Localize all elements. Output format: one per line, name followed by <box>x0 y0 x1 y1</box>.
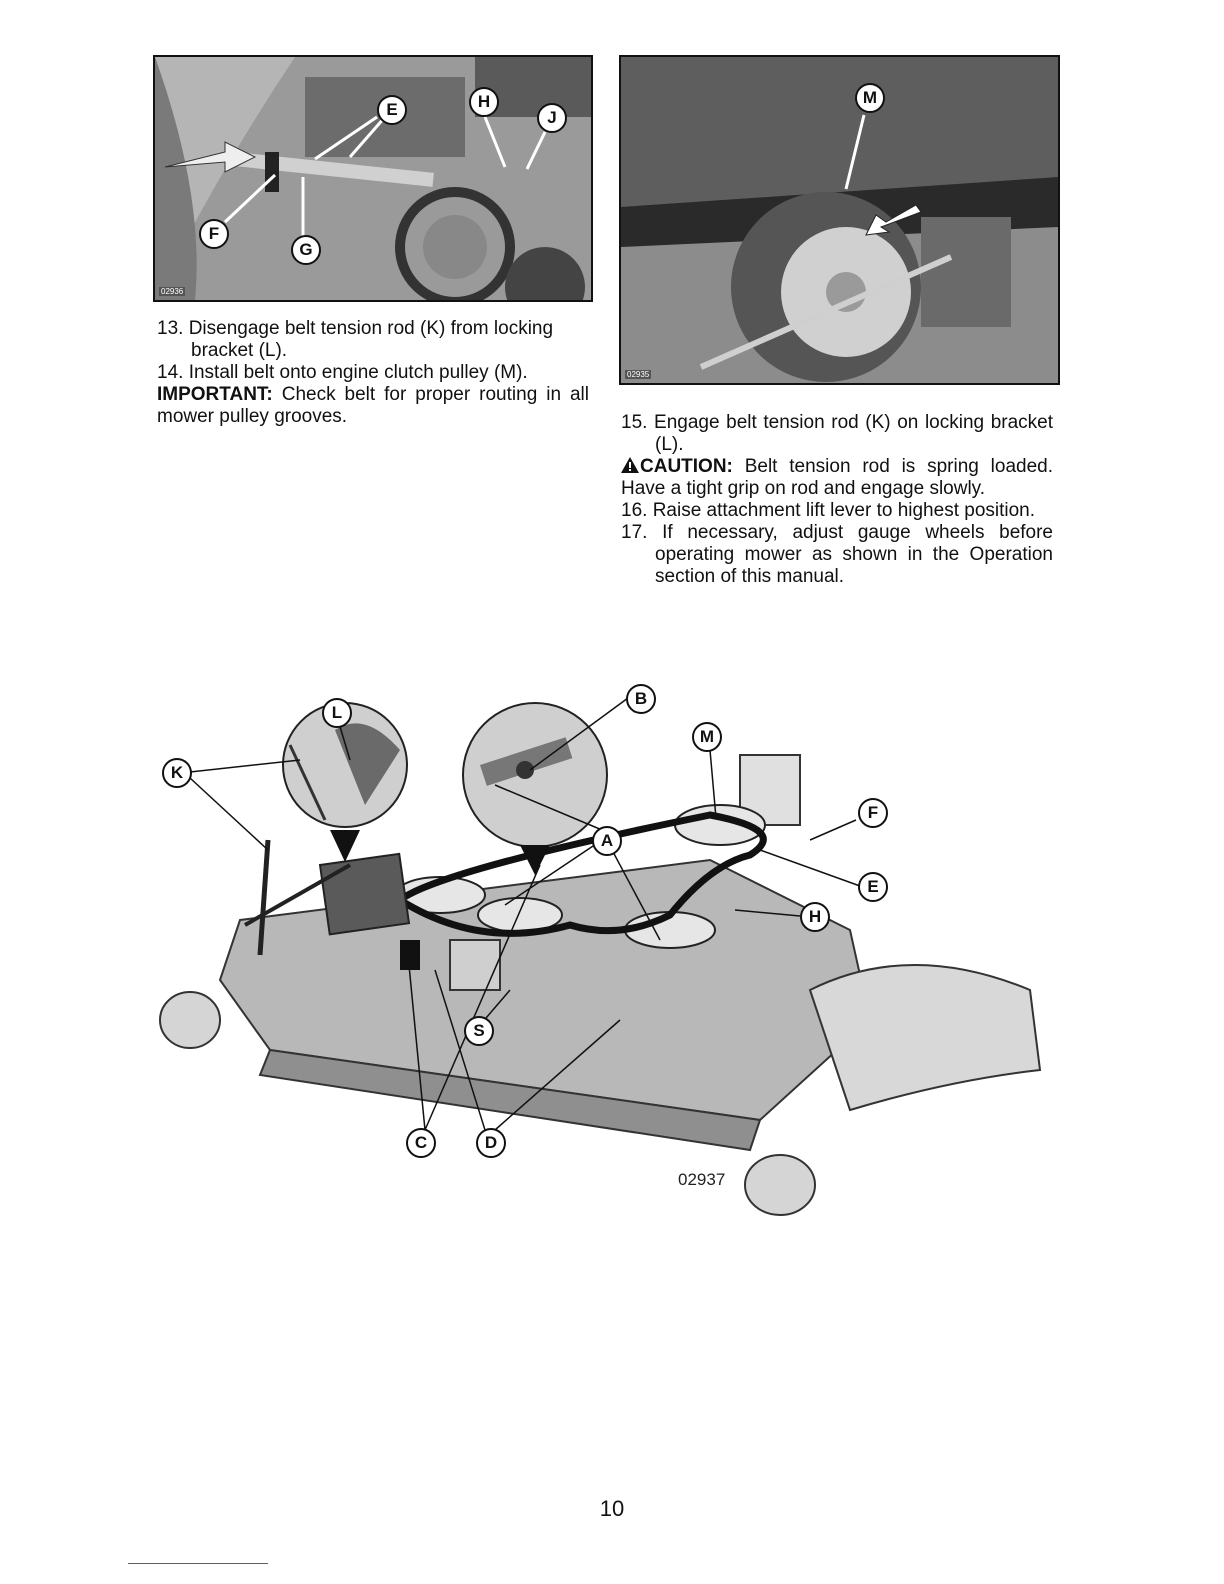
callout-M: M <box>692 722 722 752</box>
caution-text: Belt tension rod is spring loaded. Have … <box>621 456 1054 499</box>
right-instructions: 15. Engage belt tension rod (K) on locki… <box>621 412 1053 588</box>
step-16-number: 16. <box>621 500 648 521</box>
caution-label: CAUTION: <box>640 456 733 477</box>
callout-S: S <box>464 1016 494 1046</box>
callout-F-photo-left: F <box>199 219 229 249</box>
step-15-number: 15. <box>621 412 648 433</box>
callout-E: E <box>858 872 888 902</box>
diagram-code: 02937 <box>678 1170 726 1189</box>
footer-rule <box>128 1563 268 1564</box>
warning-triangle-icon <box>621 457 639 473</box>
step-17-number: 17. <box>621 522 648 543</box>
callout-B: B <box>626 684 656 714</box>
callout-E-photo-left: E <box>377 95 407 125</box>
step-13-number: 13. <box>157 318 184 339</box>
important-note: IMPORTANT: Check belt for proper routing… <box>157 384 589 428</box>
step-15: 15. Engage belt tension rod (K) on locki… <box>621 412 1053 456</box>
callout-D: D <box>476 1128 506 1158</box>
mower-deck-diagram: L K B M F A E H S C D 02937 <box>150 684 1060 1230</box>
mower-deck-illustration <box>159 697 1042 1216</box>
callout-M-photo-right: M <box>855 83 885 113</box>
step-13: 13. Disengage belt tension rod (K) from … <box>157 318 589 362</box>
important-text: Check belt for proper routing in all mow… <box>157 384 589 427</box>
step-14: 14. Install belt onto engine clutch pull… <box>157 362 589 384</box>
step-13-text: Disengage belt tension rod (K) from lock… <box>188 318 554 361</box>
photo-left-code: 02936 <box>159 287 186 296</box>
left-instructions: 13. Disengage belt tension rod (K) from … <box>157 318 589 428</box>
callout-H: H <box>800 902 830 932</box>
callout-J-photo-left: J <box>537 103 567 133</box>
step-16-text: Raise attachment lift lever to highest p… <box>652 500 1036 521</box>
callout-C: C <box>406 1128 436 1158</box>
callout-K: K <box>162 758 192 788</box>
important-label: IMPORTANT: <box>157 384 273 405</box>
caution-note: CAUTION: Belt tension rod is spring load… <box>621 456 1053 500</box>
step-14-number: 14. <box>157 362 184 383</box>
step-14-text: Install belt onto engine clutch pulley (… <box>188 362 528 383</box>
callout-L: L <box>322 698 352 728</box>
callout-H-photo-left: H <box>469 87 499 117</box>
photo-engine-clutch-pulley: M 02935 <box>619 55 1060 385</box>
page-number: 10 <box>599 1496 625 1521</box>
photo-left-illustration <box>155 57 591 300</box>
photo-belt-routing-left: E H J F G 02936 <box>153 55 593 302</box>
step-15-text: Engage belt tension rod (K) on locking b… <box>654 412 1054 455</box>
callout-F: F <box>858 798 888 828</box>
callout-A: A <box>592 826 622 856</box>
step-17-text: If necessary, adjust gauge wheels before… <box>655 522 1054 587</box>
step-16: 16. Raise attachment lift lever to highe… <box>621 500 1053 522</box>
callout-G-photo-left: G <box>291 235 321 265</box>
photo-right-illustration <box>621 57 1058 383</box>
step-17: 17. If necessary, adjust gauge wheels be… <box>621 522 1053 588</box>
photo-right-code: 02935 <box>625 370 652 379</box>
